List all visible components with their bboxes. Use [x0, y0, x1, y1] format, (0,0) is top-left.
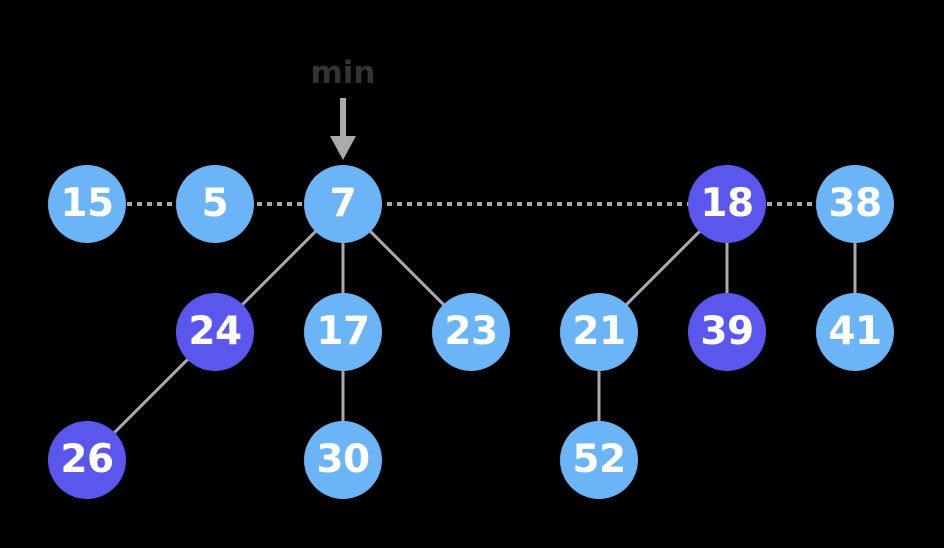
- heap-node-value: 41: [828, 308, 882, 354]
- heap-node-24[interactable]: 24: [176, 293, 254, 371]
- heap-node-value: 23: [444, 308, 498, 354]
- heap-node-38[interactable]: 38: [816, 165, 894, 243]
- heap-node-18[interactable]: 18: [688, 165, 766, 243]
- heap-node-52[interactable]: 52: [560, 421, 638, 499]
- heap-node-21[interactable]: 21: [560, 293, 638, 371]
- min-arrow-head: [330, 136, 356, 160]
- heap-node-5[interactable]: 5: [176, 165, 254, 243]
- min-pointer-arrow: [330, 98, 356, 160]
- heap-node-value: 17: [316, 308, 370, 354]
- heap-node-value: 18: [700, 180, 754, 226]
- heap-node-value: 39: [700, 308, 754, 354]
- heap-node-value: 30: [316, 436, 370, 482]
- heap-node-value: 5: [201, 180, 229, 226]
- heap-node-value: 21: [572, 308, 626, 354]
- heap-node-17[interactable]: 17: [304, 293, 382, 371]
- heap-node-value: 26: [60, 436, 114, 482]
- heap-node-41[interactable]: 41: [816, 293, 894, 371]
- heap-node-39[interactable]: 39: [688, 293, 766, 371]
- heap-node-value: 38: [828, 180, 882, 226]
- heap-node-30[interactable]: 30: [304, 421, 382, 499]
- heap-node-26[interactable]: 26: [48, 421, 126, 499]
- heap-node-7[interactable]: 7: [304, 165, 382, 243]
- heap-node-value: 7: [329, 180, 357, 226]
- heap-node-15[interactable]: 15: [48, 165, 126, 243]
- heap-node-value: 52: [572, 436, 626, 482]
- heap-node-value: 24: [188, 308, 242, 354]
- heap-node-value: 15: [60, 180, 114, 226]
- heap-node-23[interactable]: 23: [432, 293, 510, 371]
- min-pointer-label: min: [310, 55, 376, 91]
